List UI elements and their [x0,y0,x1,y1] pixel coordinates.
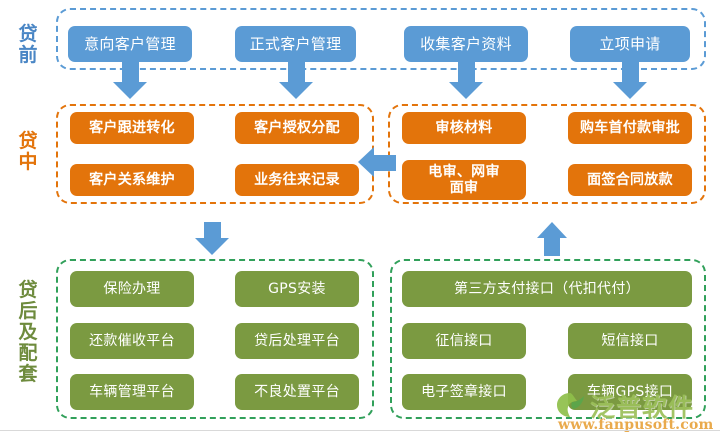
node-repayment-collection-platform[interactable]: 还款催收平台 [70,323,194,359]
node-project-application[interactable]: 立项申请 [570,26,690,62]
stage-label-post: 贷 后 及 配 套 [18,279,38,385]
node-third-party-payment-interface[interactable]: 第三方支付接口（代扣代付） [402,271,692,307]
node-electronic-signature-interface[interactable]: 电子签章接口 [402,374,526,410]
node-business-transaction-records[interactable]: 业务往来记录 [235,164,359,196]
node-sms-interface[interactable]: 短信接口 [568,323,692,359]
node-car-down-payment-approval[interactable]: 购车首付款审批 [568,112,692,144]
node-intent-customer-management[interactable]: 意向客户管理 [68,26,192,62]
node-credit-reference-interface[interactable]: 征信接口 [402,323,526,359]
node-formal-customer-management[interactable]: 正式客户管理 [235,26,356,62]
node-gps-installation[interactable]: GPS安装 [235,271,359,307]
node-vehicle-management-platform[interactable]: 车辆管理平台 [70,374,194,410]
node-review-materials[interactable]: 审核材料 [402,112,526,144]
node-phone-online-face-review[interactable]: 电审、网审 面审 [402,160,526,200]
node-customer-authorization-allocation[interactable]: 客户授权分配 [235,112,359,144]
node-insurance-processing[interactable]: 保险办理 [70,271,194,307]
stage-container-post-left [56,259,374,419]
stage-container-post-right [390,259,706,419]
node-customer-relationship-maintenance[interactable]: 客户关系维护 [70,164,194,196]
bottom-divider [0,430,720,431]
node-nonperforming-disposal-platform[interactable]: 不良处置平台 [235,374,359,410]
node-face-to-face-contract-disbursement[interactable]: 面签合同放款 [568,164,692,196]
stage-container-pre [56,8,706,70]
stage-container-mid-right [388,104,706,204]
stage-label-mid: 贷 中 [18,130,38,173]
stage-label-pre: 贷 前 [18,23,38,66]
node-customer-follow-up-conversion[interactable]: 客户跟进转化 [70,112,194,144]
node-collect-customer-materials[interactable]: 收集客户资料 [404,26,528,62]
node-vehicle-gps-interface[interactable]: 车辆GPS接口 [568,374,692,410]
node-post-loan-processing-platform[interactable]: 贷后处理平台 [235,323,359,359]
